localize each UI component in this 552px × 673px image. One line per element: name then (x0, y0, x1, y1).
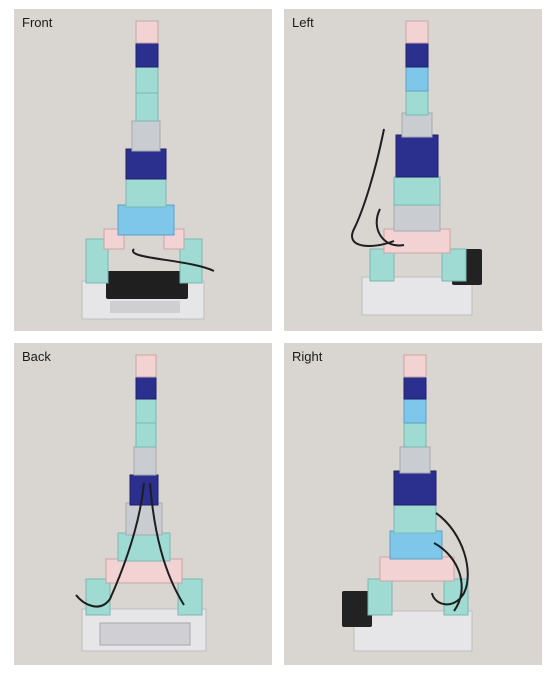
view-label-back: Back (22, 349, 51, 364)
front-view-photo: Front (14, 9, 272, 331)
tower-right-illustration (342, 354, 473, 652)
tower-left-illustration (351, 20, 482, 316)
view-label-left: Left (292, 15, 314, 30)
right-view-photo: Right (284, 343, 542, 665)
view-label-right: Right (292, 349, 323, 364)
battery-box-icon (342, 591, 372, 627)
tower-back-illustration (75, 354, 207, 652)
tower-front-illustration (81, 20, 215, 320)
battery-box-icon (106, 271, 188, 299)
view-label-front: Front (22, 15, 53, 30)
left-view-photo: Left (284, 9, 542, 331)
back-view-photo: Back (14, 343, 272, 665)
